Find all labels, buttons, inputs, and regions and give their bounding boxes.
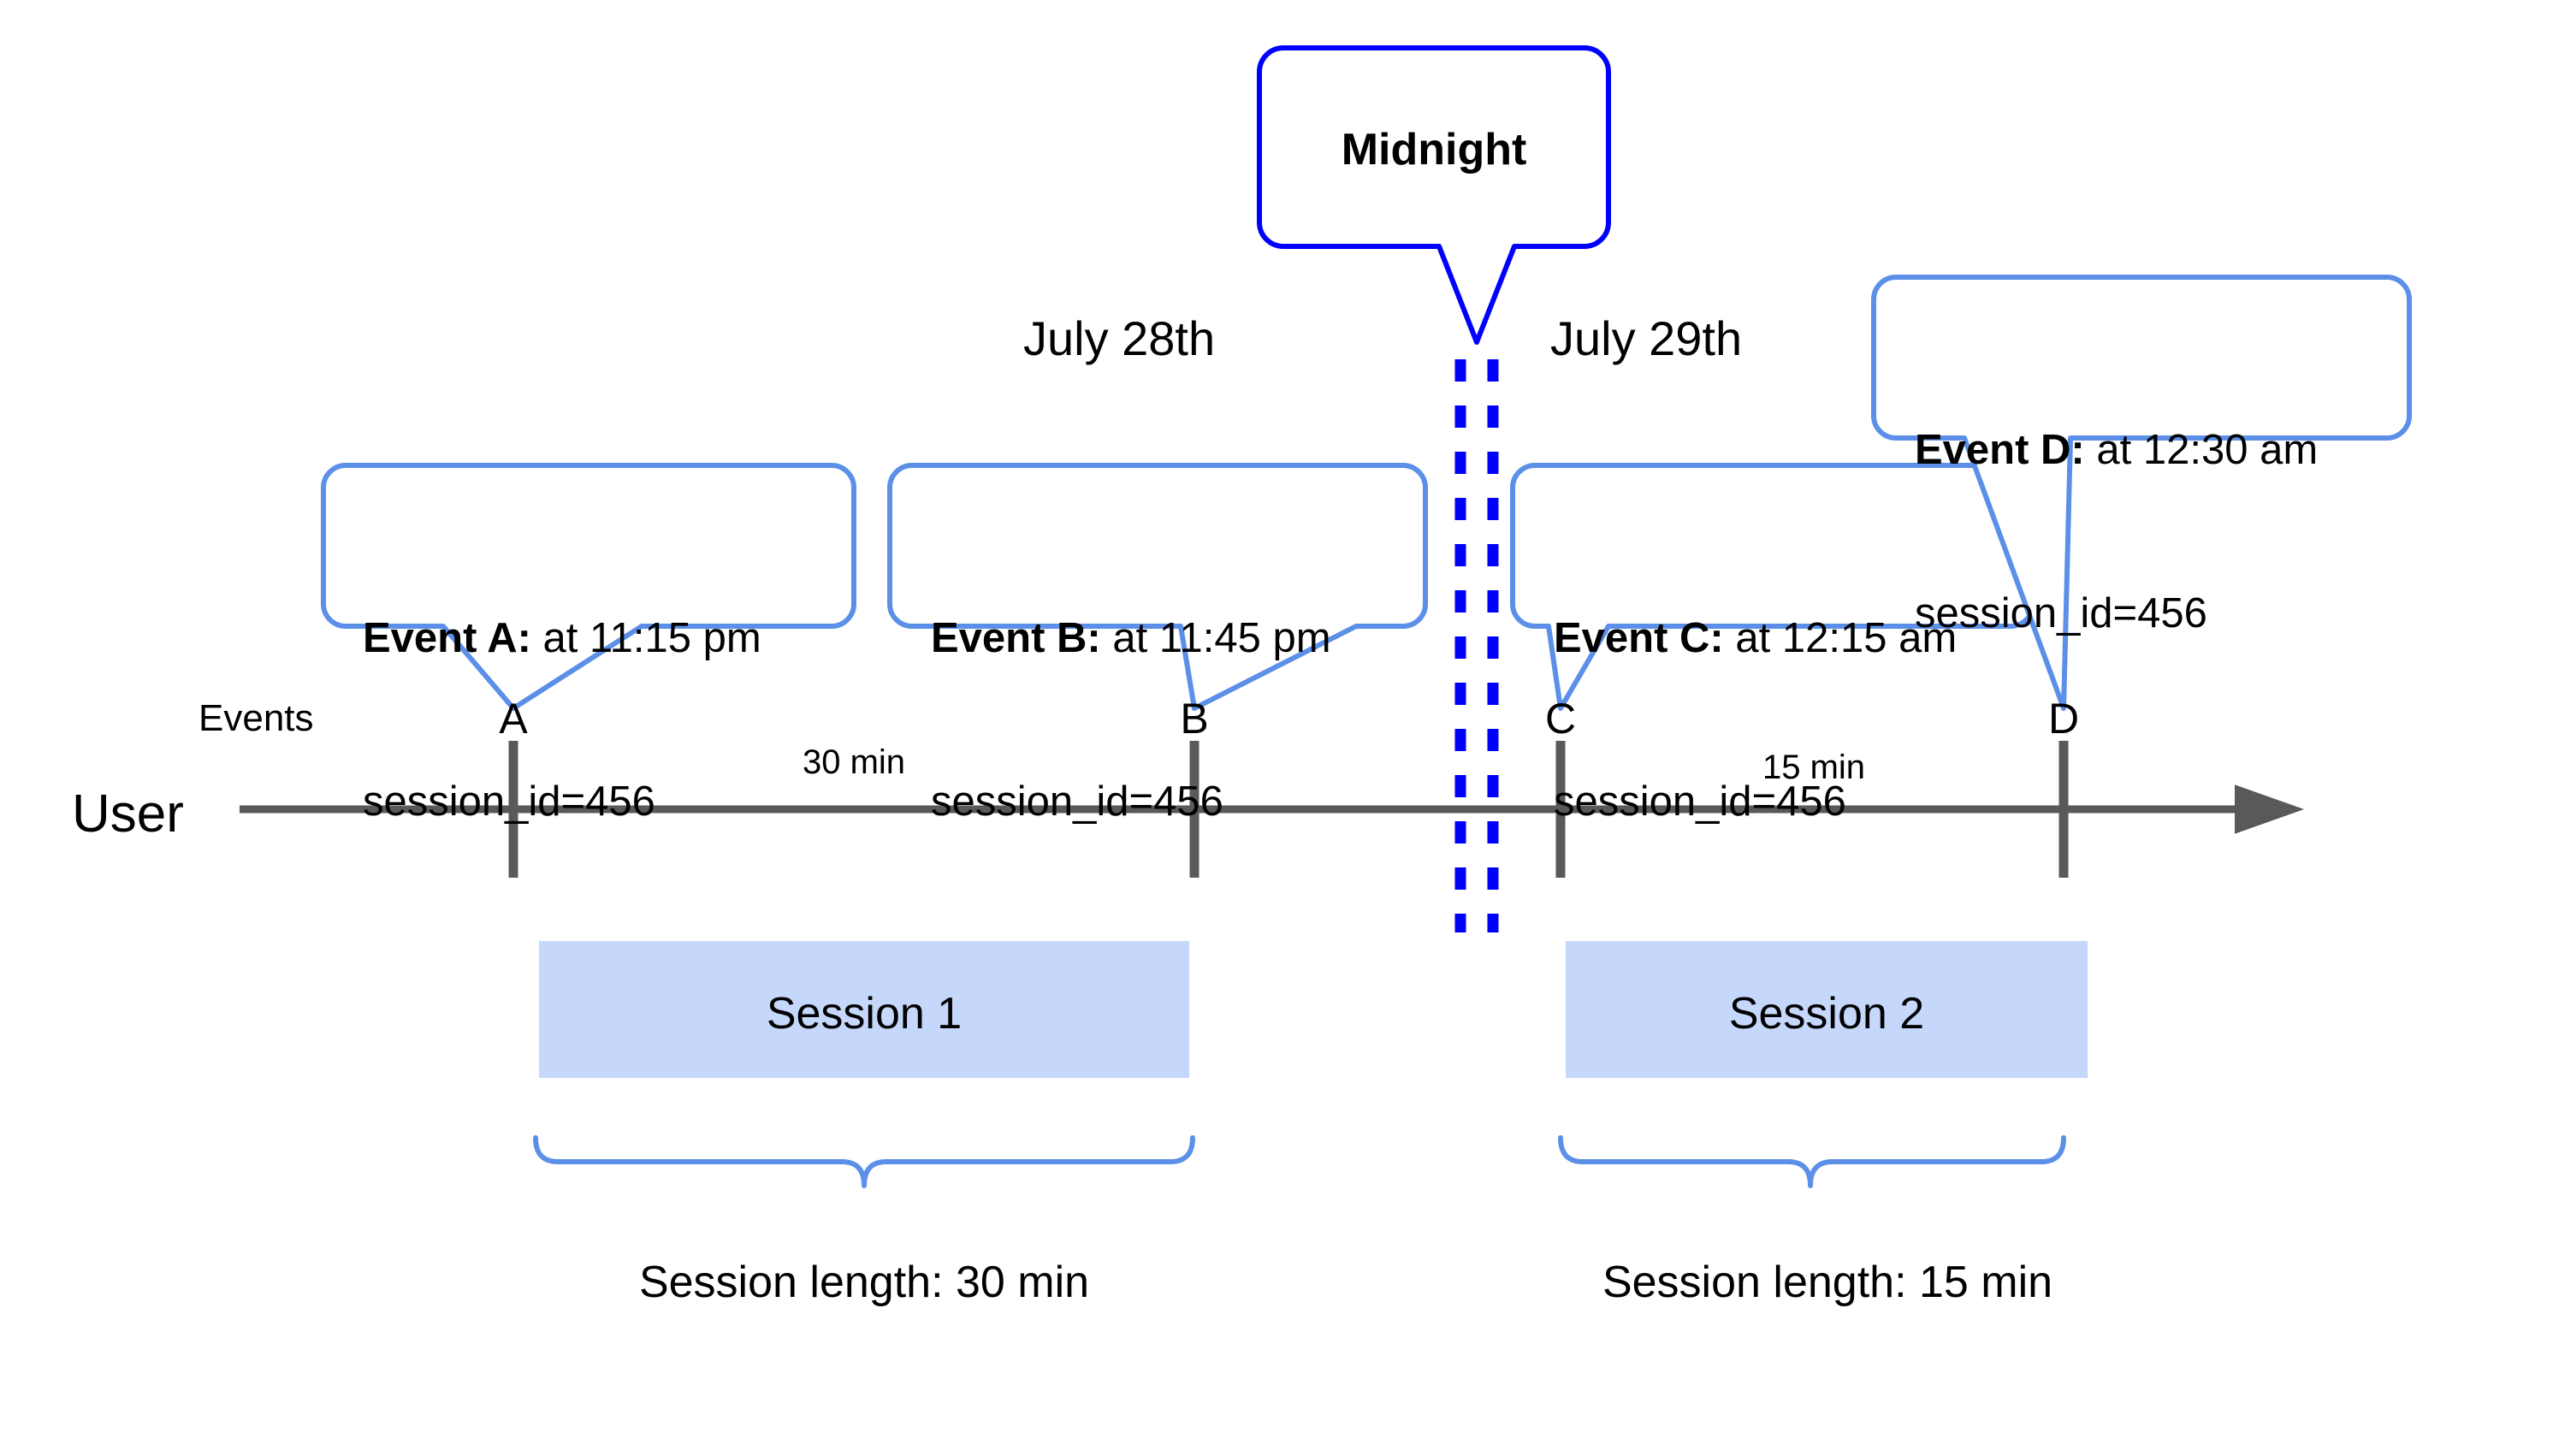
interval-label-15min: 15 min <box>1762 749 1866 786</box>
callout-c-bold: Event C: <box>1554 615 1724 662</box>
callout-d-bold: Event D: <box>1915 427 2085 474</box>
callout-a-bold: Event A: <box>363 615 531 662</box>
midnight-callout-shape[interactable] <box>1257 45 1611 345</box>
timeline-axis <box>240 741 2304 878</box>
callout-b-rest: at 11:45 pm <box>1100 615 1331 662</box>
session-brace-2 <box>1558 1135 2066 1188</box>
callout-text-a: Event A: at 11:15 pm session_id=456 <box>363 503 761 939</box>
session-length-label-2: Session length: 15 min <box>1602 1258 2053 1307</box>
date-label-july-28: July 28th <box>1023 311 1216 365</box>
tick-label-c: C <box>1544 695 1577 743</box>
interval-label-30min: 30 min <box>802 743 906 781</box>
callout-a-rest: at 11:15 pm <box>530 615 761 662</box>
callout-b-bold: Event B: <box>931 615 1101 662</box>
session-length-label-1: Session length: 30 min <box>638 1258 1090 1307</box>
midnight-label: Midnight <box>1341 125 1527 175</box>
tick-label-a: A <box>499 695 528 743</box>
callout-shape-d[interactable] <box>1871 275 2412 711</box>
session-bar-1[interactable] <box>539 941 1189 1078</box>
row-label-events: Events <box>198 697 314 739</box>
tick-label-d: D <box>2047 695 2080 743</box>
session-bar-label-2: Session 2 <box>1728 989 1925 1039</box>
midnight-divider <box>1454 359 1499 932</box>
callout-text-c: Event C: at 12:15 am session_id=456 <box>1554 503 1957 939</box>
callout-b-line2: session_id=456 <box>931 778 1223 826</box>
callout-shape-a[interactable] <box>321 463 856 711</box>
callout-text-b: Event B: at 11:45 pm session_id=456 <box>931 503 1331 939</box>
row-label-user: User <box>72 784 184 843</box>
session-bar-2[interactable] <box>1566 941 2088 1078</box>
callout-text-d: Event D: at 12:30 am session_id=456 <box>1915 315 2318 751</box>
callout-a-line2: session_id=456 <box>363 778 655 826</box>
callout-shape-b[interactable] <box>887 463 1428 711</box>
date-label-july-29: July 29th <box>1550 311 1743 365</box>
callout-c-line2: session_id=456 <box>1554 778 1846 826</box>
tick-label-b: B <box>1180 695 1209 743</box>
callout-c-rest: at 12:15 am <box>1723 615 1958 662</box>
callout-d-rest: at 12:30 am <box>2084 427 2319 474</box>
callout-d-line2: session_id=456 <box>1915 590 2207 637</box>
session-bar-label-1: Session 1 <box>766 989 963 1039</box>
session-brace-1 <box>533 1135 1195 1188</box>
